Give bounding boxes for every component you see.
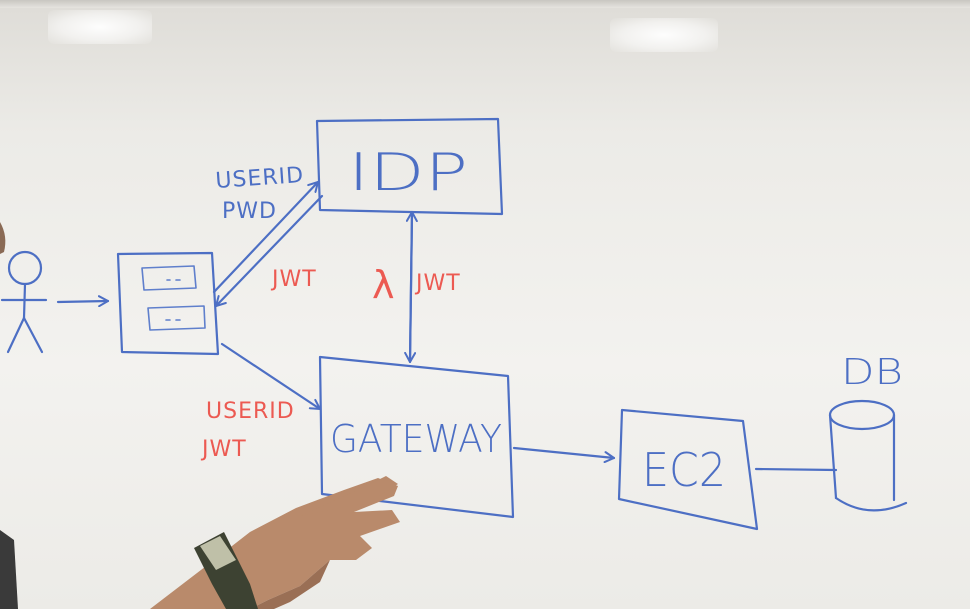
arrow-idp-to-client [214, 194, 324, 308]
db-label: DB [841, 352, 903, 393]
arrow-client-to-idp [212, 180, 320, 294]
connector-ec2-db [754, 467, 838, 472]
arrow-user-to-client [56, 295, 110, 308]
client-app-box [116, 251, 220, 356]
lambda-symbol: λ [372, 263, 396, 307]
gateway-box: GATEWAY [318, 355, 515, 519]
presenter-body-edge [0, 530, 18, 609]
user-stick-figure [0, 250, 48, 354]
whiteboard-frame [0, 0, 970, 8]
light-reflection [610, 18, 718, 52]
jwt-idp-gateway-label: JWT [414, 271, 461, 296]
credentials-label-userid: USERID [215, 163, 305, 194]
presenter-hand [150, 476, 400, 609]
db-cylinder: DB [828, 352, 908, 512]
jwt-to-client-label: JWT [270, 267, 317, 292]
light-reflection [48, 10, 152, 44]
arrow-client-to-gateway [220, 342, 322, 411]
credentials-label-pwd: PWD [222, 199, 277, 224]
arrow-idp-to-gateway [404, 212, 417, 364]
arrow-gateway-to-ec2 [512, 446, 616, 464]
presenter-arm-edge [0, 222, 6, 254]
ec2-label: EC2 [642, 443, 726, 497]
gateway-label: GATEWAY [330, 417, 502, 461]
ec2-box: EC2 [617, 408, 759, 531]
request-label-userid: USERID [206, 399, 295, 424]
request-label-jwt: JWT [200, 437, 247, 462]
idp-box: IDP [315, 117, 504, 216]
idp-label: IDP [348, 143, 468, 203]
